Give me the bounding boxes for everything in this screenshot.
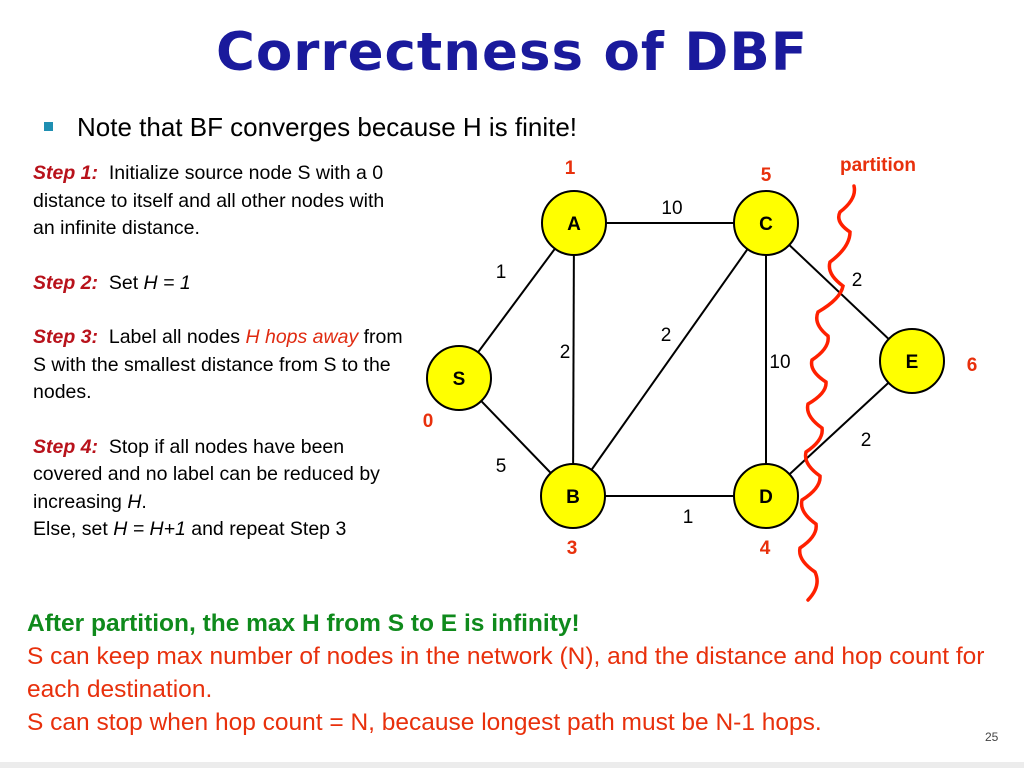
partition-line — [797, 184, 857, 602]
step-text: H = H+1 — [113, 518, 186, 540]
node-D — [733, 463, 799, 529]
slide-title: Correctness of DBF — [215, 22, 809, 83]
step-text: Else, set — [33, 518, 114, 540]
node-name: B — [566, 487, 580, 508]
step-label: Step 2: — [33, 271, 99, 294]
step-text: Stop if all nodes have been covered and … — [33, 435, 380, 513]
edge-weight: 5 — [496, 456, 507, 477]
edge-A-B — [572, 222, 575, 497]
step-text: Set — [108, 271, 144, 294]
edge-D-E — [765, 360, 913, 497]
node-distance-label: 5 — [761, 165, 772, 186]
node-E — [879, 328, 945, 394]
node-name: A — [567, 214, 581, 235]
edge-weight: 1 — [683, 507, 694, 528]
conclusion-headline: After partition, the max H from S to E i… — [27, 610, 580, 637]
page-number: 25 — [985, 730, 999, 744]
edge-weight: 2 — [861, 430, 872, 451]
edge-B-C — [572, 222, 767, 497]
step-text: . — [141, 490, 147, 513]
edge-weight: 1 — [496, 262, 507, 283]
node-C — [733, 190, 799, 256]
step-text: H hops away — [245, 326, 359, 348]
bullet-point: Note that BF converges because H is fini… — [44, 112, 577, 143]
step-2: Step 2: Set H = 1 — [33, 270, 408, 298]
step-text: from S with the smallest distance from S… — [33, 326, 403, 403]
bullet-text: Note that BF converges because H is fini… — [77, 112, 578, 142]
square-bullet-icon — [44, 121, 53, 131]
footer-divider — [0, 762, 1024, 768]
node-S — [426, 345, 492, 411]
node-distance-label: 3 — [567, 538, 578, 559]
conclusion-line: S can keep max number of nodes in the ne… — [27, 643, 985, 703]
conclusion-line: S can stop when hop count = N, because l… — [27, 709, 822, 736]
step-text: and repeat Step 3 — [185, 518, 347, 540]
algorithm-steps: Step 1: Initialize source node S with a … — [33, 160, 408, 571]
step-label: Step 4: — [33, 435, 99, 458]
conclusion-text: After partition, the max H from S to E i… — [27, 607, 987, 739]
step-text: H = 1 — [143, 271, 191, 294]
step-text: Label all nodes — [108, 326, 246, 348]
node-name: D — [759, 487, 773, 508]
node-distance-label: 6 — [967, 355, 978, 376]
node-A — [541, 190, 607, 256]
edge-weight: 2 — [852, 270, 863, 291]
step-1: Step 1: Initialize source node S with a … — [33, 160, 408, 243]
node-distance-label: 1 — [565, 158, 576, 179]
step-label: Step 3: — [33, 326, 99, 348]
node-distance-label: 0 — [423, 411, 434, 432]
step-text: H — [127, 490, 142, 513]
edge-weight: 2 — [661, 325, 672, 346]
step-label: Step 1: — [33, 162, 99, 184]
partition-label: partition — [840, 155, 916, 176]
step-3: Step 3: Label all nodes H hops away from… — [33, 324, 408, 407]
node-distance-label: 4 — [760, 538, 771, 559]
step-text: Initialize source node S with a 0 distan… — [33, 162, 385, 239]
node-B — [540, 463, 606, 529]
edge-weight: 10 — [769, 352, 790, 373]
step-4: Step 4: Stop if all nodes have been cove… — [33, 434, 408, 544]
node-name: C — [759, 214, 773, 235]
node-name: S — [453, 369, 466, 390]
edge-weight: 10 — [661, 198, 682, 219]
node-name: E — [906, 352, 919, 373]
edge-weight: 2 — [560, 342, 571, 363]
